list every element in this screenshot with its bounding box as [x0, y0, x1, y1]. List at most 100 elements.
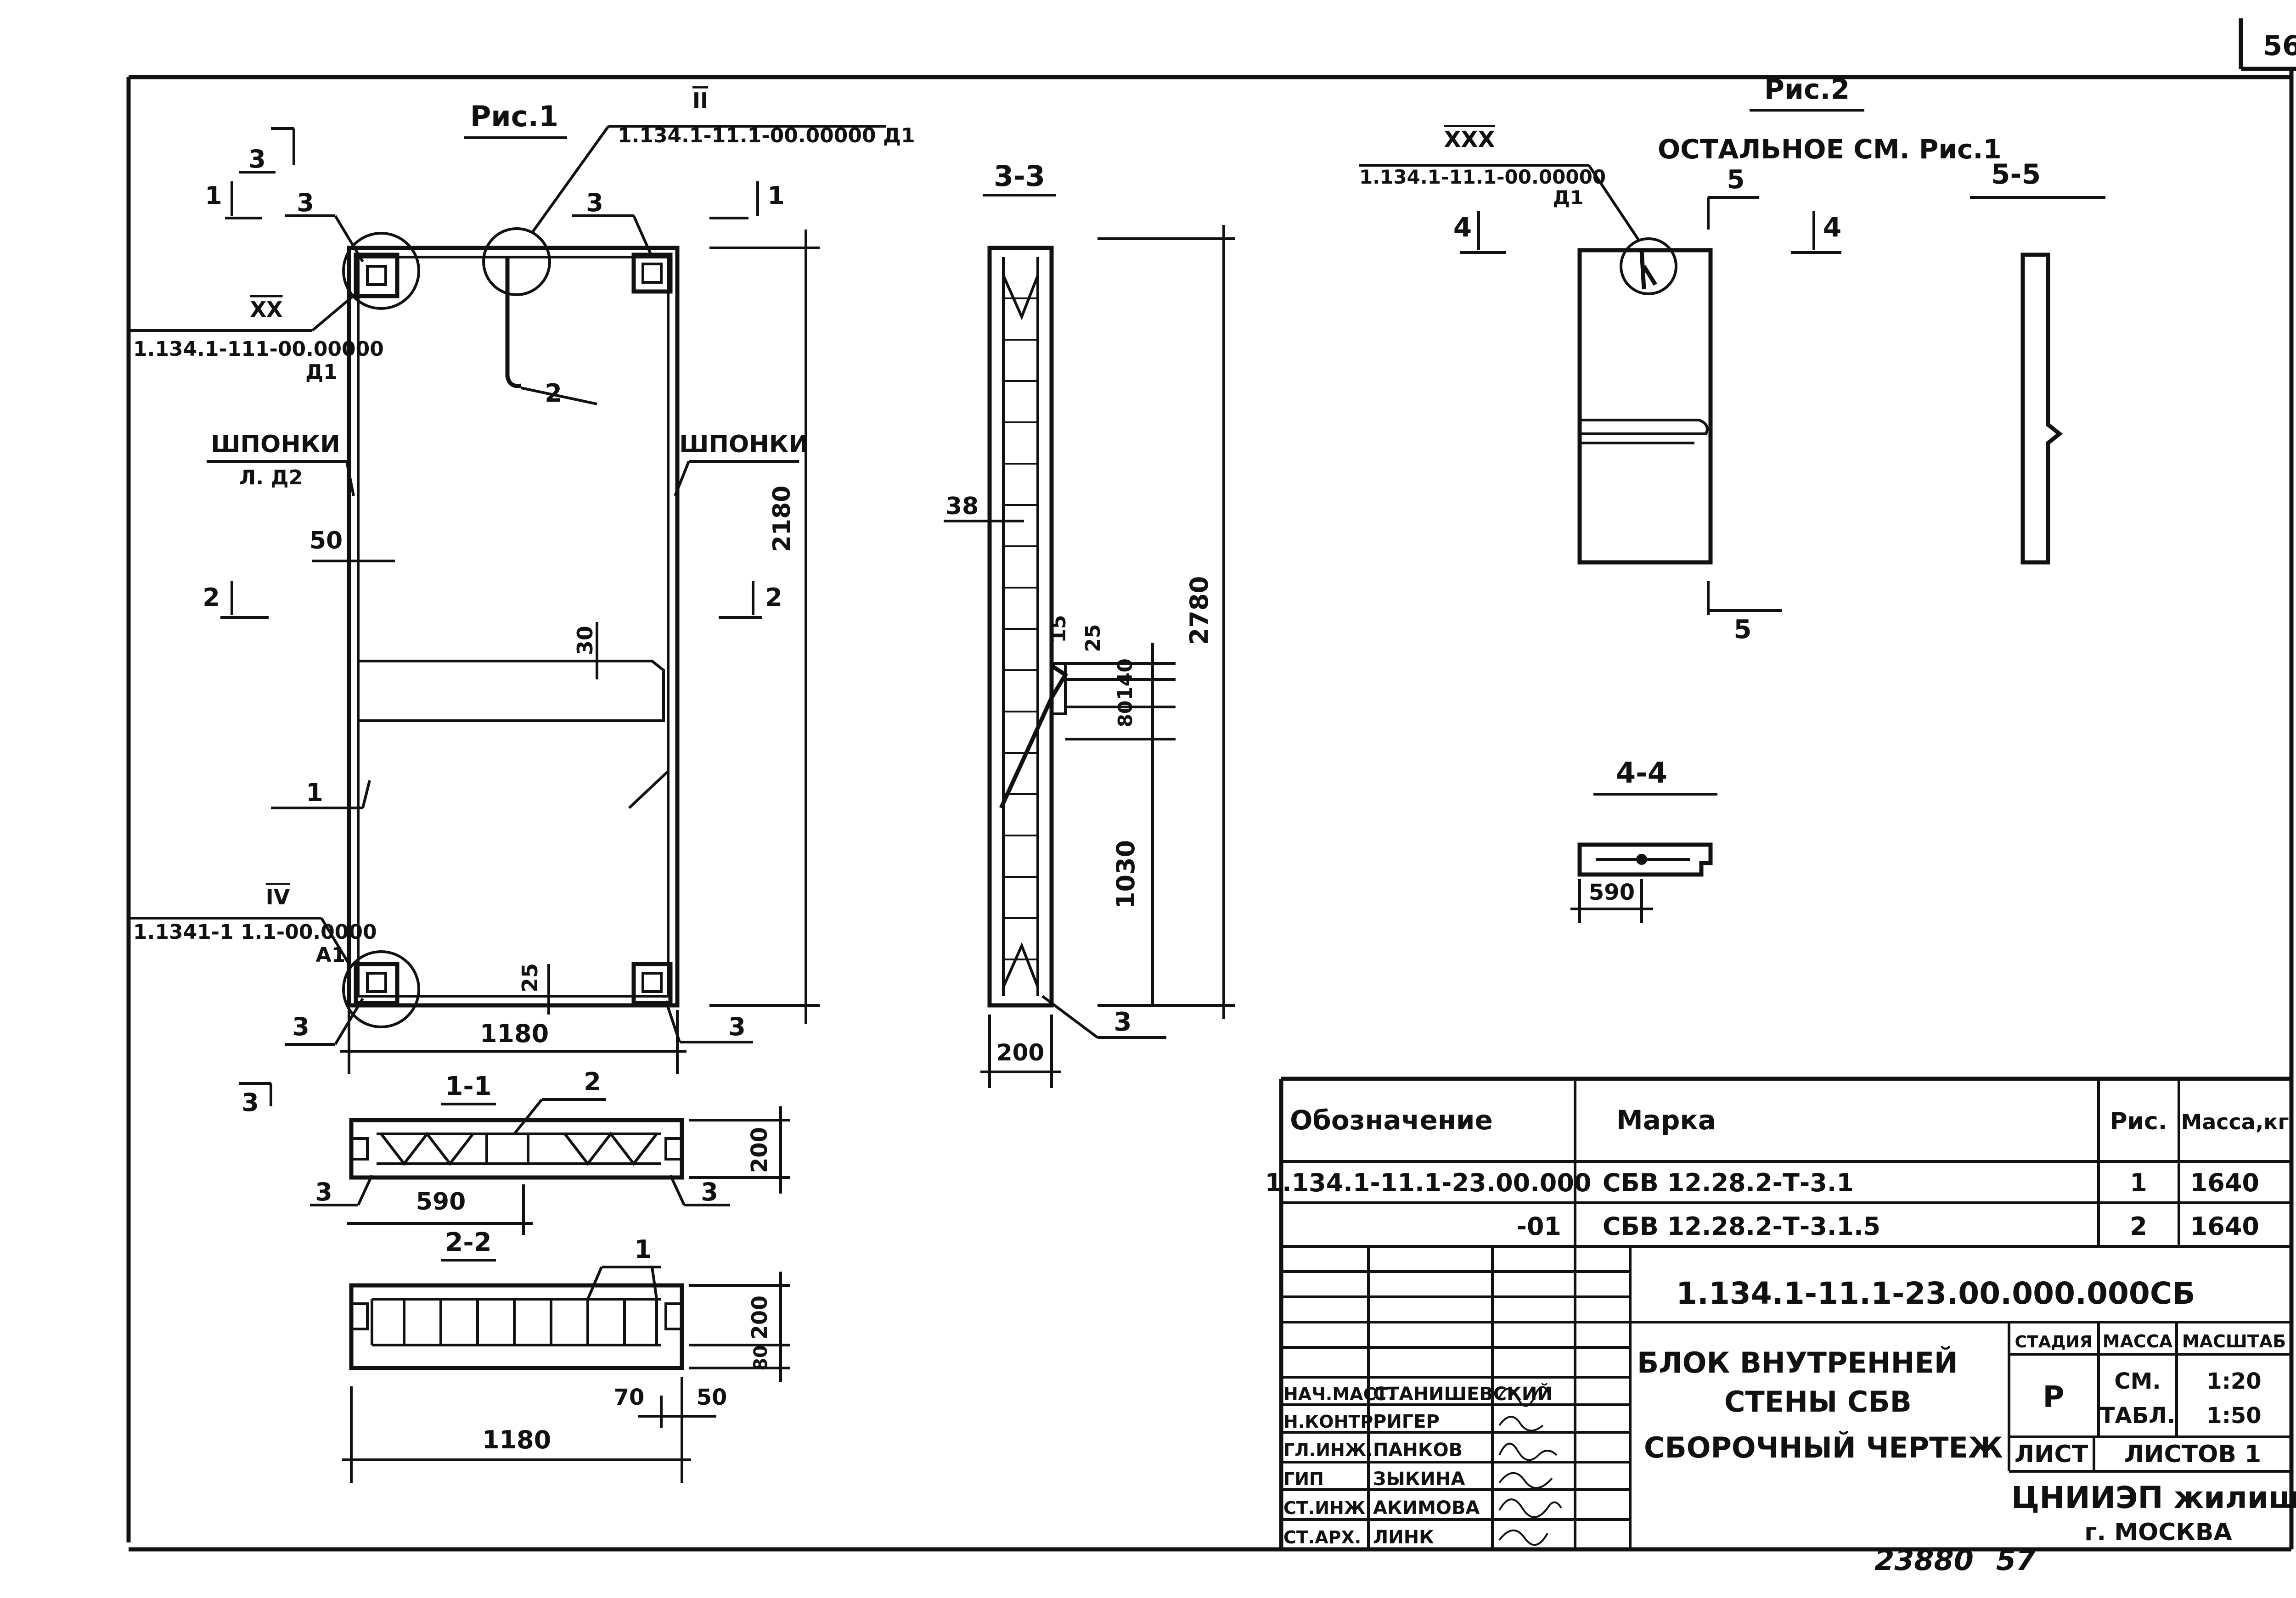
section-1-1: 1-1 2 3 3 590 200 — [310, 1067, 790, 1235]
spec-header-mark: Марка — [1616, 1105, 1716, 1136]
title-sheets-label: ЛИСТОВ 1 — [2124, 1441, 2261, 1468]
title-line3: СБОРОЧНЫЙ ЧЕРТЕЖ — [1644, 1431, 2003, 1464]
section33-dim-1030: 1030 — [1111, 840, 1140, 909]
sheet-frame — [126, 18, 2296, 1552]
spec-row2-fig: 2 — [2130, 1212, 2147, 1241]
fig1-pos3-tr: 3 — [586, 188, 603, 217]
section-5-5: 5-5 — [1970, 158, 2105, 565]
fig1-dim-25: 25 — [518, 963, 542, 992]
section44-dim-590: 590 — [1589, 880, 1635, 905]
title-stage-header: СТАДИЯ — [2015, 1333, 2093, 1351]
fig1-elevation: Рис.1 2 II 1.134.1-11.1-00.00000 Д1 XX — [129, 88, 915, 1117]
section11-pos3-right: 3 — [701, 1177, 718, 1206]
section11-outline — [349, 1118, 684, 1180]
fig2-callout-code: 1.134.1-11.1-00.00000 — [1359, 166, 1606, 188]
fig2-cut4-left: 4 — [1453, 212, 1472, 243]
staff-role-2: Н.КОНТР. — [1283, 1412, 1380, 1432]
fig1-callout-left-sheet: Д1 — [305, 360, 338, 384]
section33-outline — [987, 246, 1054, 1008]
staff-role-4: ГИП — [1283, 1469, 1324, 1489]
fig1-cut2-right: 2 — [765, 583, 782, 612]
staff-role-1: НАЧ.МАСТ. — [1283, 1384, 1395, 1404]
spec-table: Обозначение Марка Рис. Масса,кг 1.134.1-… — [1265, 1077, 2291, 1549]
spec-header-mass: Масса,кг — [2181, 1110, 2289, 1134]
fig1-title: Рис.1 — [470, 100, 558, 133]
section11-pos3-left: 3 — [315, 1177, 332, 1206]
fig1-pos1: 1 — [306, 778, 323, 807]
title-scale-header: МАСШТАБ — [2182, 1331, 2286, 1351]
signatures — [1498, 1386, 1562, 1546]
staff-name-4: ЗЫКИНА — [1373, 1469, 1465, 1490]
staff-role-6: СТ.АРХ. — [1283, 1527, 1361, 1548]
section11-dim-200: 200 — [747, 1127, 772, 1173]
staff-name-3: ПАНКОВ — [1373, 1440, 1463, 1461]
section33-title: 3-3 — [994, 159, 1045, 193]
title-doc-code: 1.134.1-11.1-23.00.000.000СБ — [1676, 1276, 2195, 1311]
title-line1: БЛОК ВНУТРЕННЕЙ — [1637, 1346, 1958, 1379]
fig2-callout-numeral: XXX — [1444, 127, 1495, 152]
fig1-callout-circle-tl — [342, 232, 420, 310]
section33-rebar — [999, 257, 1069, 996]
title-mass-line2: ТАБЛ. — [2100, 1403, 2176, 1429]
section11-rebar — [377, 1132, 661, 1166]
section22-dim-50: 50 — [697, 1385, 727, 1410]
section44-outline — [1577, 842, 1713, 877]
fig1-shponki-left: ШПОНКИ — [211, 431, 340, 458]
section33-pos3: 3 — [1114, 1007, 1132, 1037]
fig2-callout-circle — [1620, 237, 1677, 295]
fig1-shponki-right: ШПОНКИ — [679, 431, 809, 458]
footer-sheet: 57 — [1996, 1543, 2036, 1577]
section11-pos2: 2 — [584, 1067, 601, 1096]
fig1-dim-width: 1180 — [480, 1019, 549, 1048]
fig2-elevation: Рис.2 ОСТАЛЬНОЕ СМ. Рис.1 XXX 1.134.1-11… — [1359, 73, 2002, 645]
spec-row1-mark: СБВ 12.28.2-Т-3.1 — [1603, 1168, 1854, 1197]
spec-row1-mass: 1640 — [2190, 1168, 2259, 1197]
fig1-corner-loop-br — [631, 962, 673, 1005]
spec-row2-mass: 1640 — [2190, 1212, 2259, 1241]
fig2-cut5-bottom: 5 — [1734, 615, 1752, 645]
fig2-horizontal-rib — [1580, 419, 1709, 435]
staff-role-5: СТ.ИНЖ. — [1283, 1498, 1372, 1518]
section22-pos1: 1 — [634, 1235, 652, 1264]
fig1-dim-50: 50 — [310, 527, 343, 555]
fig1-shponki-left-ref: Л. Д2 — [239, 466, 303, 489]
section33-dim-80: 80 — [1114, 701, 1137, 727]
section55-title: 5-5 — [1991, 158, 2041, 191]
fig1-callout-bottom-code: 1.1341-1 1.1-00.0000 — [133, 920, 377, 944]
fig1-callout-bottom-sheet: А1 — [316, 943, 346, 967]
fig1-callout-bottom-numeral: IV — [266, 885, 290, 909]
section-2-2: 2-2 1 200 80 1180 — [342, 1228, 790, 1483]
section33-dim-2780: 2780 — [1185, 576, 1214, 645]
fig1-corner-loop-bl — [354, 962, 400, 1005]
fig1-dim-30: 30 — [573, 626, 597, 655]
footer-number: 23880 — [1874, 1543, 1974, 1577]
fig1-dim-height: 2180 — [768, 486, 796, 552]
fig1-callout-circle-top — [482, 227, 551, 296]
title-scale2: 1:50 — [2206, 1403, 2261, 1429]
fig1-corner-loop-tl — [354, 252, 400, 298]
fig1-horizontal-rib — [358, 660, 665, 722]
spec-header-designation: Обозначение — [1290, 1105, 1493, 1136]
fig1-cut1-right: 1 — [767, 181, 785, 210]
fig2-cut5-top: 5 — [1727, 165, 1745, 195]
fig2-callout-sheet: Д1 — [1553, 186, 1584, 209]
fig1-cut3-top: 3 — [248, 145, 266, 174]
section22-dim-70: 70 — [614, 1385, 645, 1410]
title-org-name: ЦНИИЭП жилища — [2011, 1480, 2296, 1515]
section22-rebar — [371, 1298, 661, 1346]
title-org-city: г. МОСКВА — [2084, 1519, 2232, 1546]
section22-outline — [349, 1283, 684, 1370]
section33-dim-140: 140 — [1114, 658, 1137, 701]
staff-name-1: СТАНИШЕВСКИЙ — [1373, 1383, 1553, 1405]
staff-name-5: АКИМОВА — [1373, 1497, 1480, 1519]
section33-dim-25: 25 — [1081, 624, 1105, 652]
spec-header-fig: Рис. — [2110, 1108, 2167, 1135]
fig1-pos3-bl: 3 — [292, 1012, 310, 1041]
title-sheet-label: ЛИСТ — [2015, 1441, 2088, 1468]
title-scale1: 1:20 — [2206, 1368, 2261, 1394]
fig2-cut4-right: 4 — [1823, 212, 1841, 243]
title-mass-line1: СМ. — [2114, 1368, 2161, 1394]
spec-row1-fig: 1 — [2130, 1168, 2147, 1197]
title-block: 1.134.1-11.1-23.00.000.000СБ БЛОК ВНУТРЕ… — [1281, 1246, 2296, 1577]
